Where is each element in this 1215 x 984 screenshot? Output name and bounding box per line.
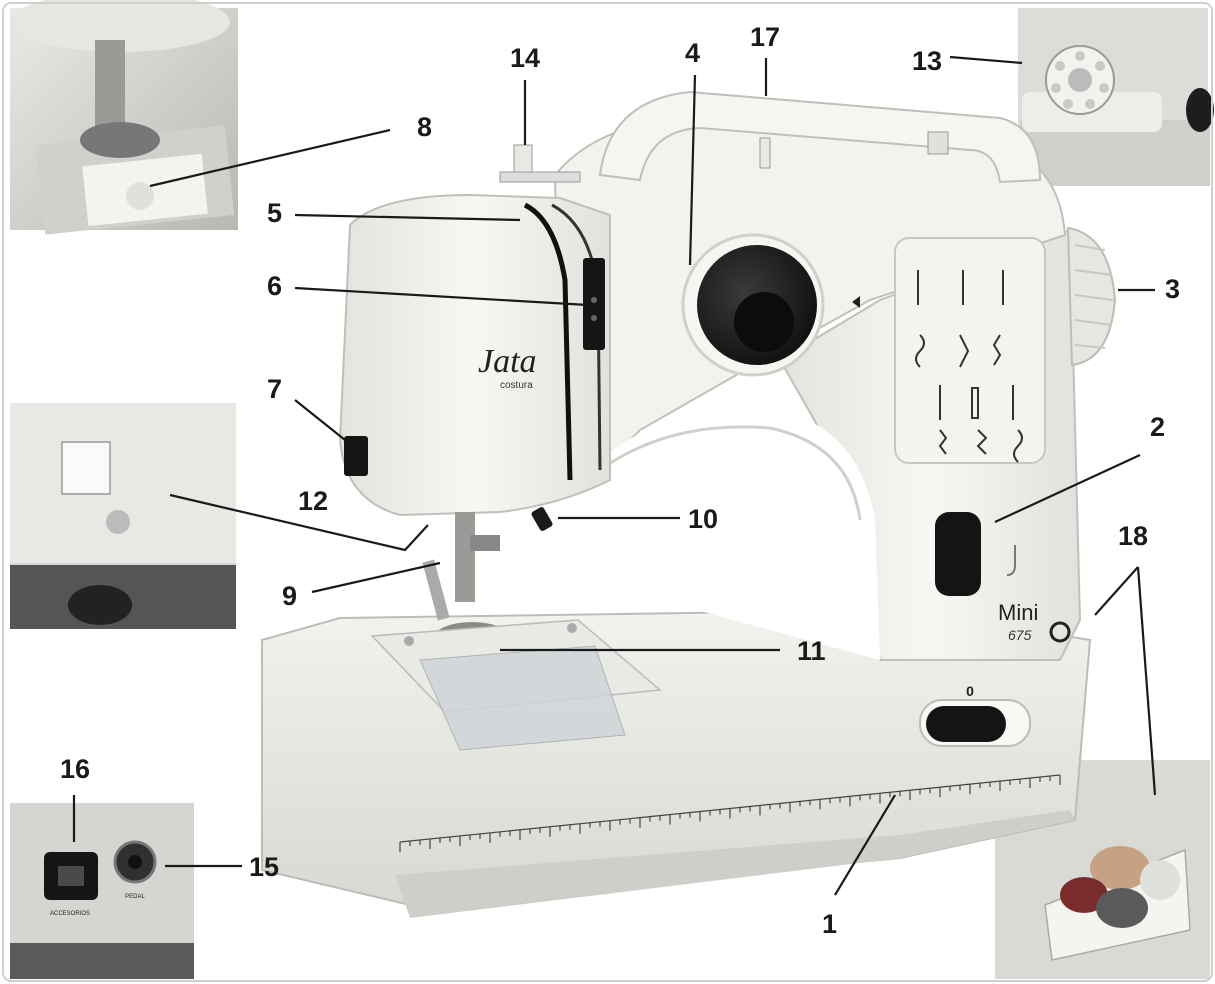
callout-11: 11 [797, 636, 826, 666]
callout-2: 2 [1150, 412, 1165, 442]
leader-9 [311, 561, 441, 594]
callout-6: 6 [267, 271, 282, 301]
ruler-baseline [399, 774, 1061, 843]
stitch-chart [894, 237, 1046, 464]
callout-16: 16 [60, 754, 90, 784]
callout-13: 13 [912, 46, 942, 76]
speed-switch [926, 706, 1006, 742]
inset-thread-cutter [10, 403, 236, 629]
leader-4 [688, 74, 697, 266]
callout-9: 9 [282, 581, 297, 611]
callout-14: 14 [510, 43, 540, 73]
leader-7 [294, 399, 346, 441]
inset-sockets: ACCESORIOS PEDAL [10, 803, 194, 979]
sewing-machine: Jata costura [261, 90, 1117, 918]
leader-6 [294, 286, 589, 307]
callout-10: 10 [688, 504, 718, 534]
inset-bobbin-winder [1018, 8, 1214, 186]
brand-logo: Jata [478, 343, 537, 380]
brand-sub: costura [500, 380, 533, 391]
callout-18: 18 [1118, 521, 1148, 551]
thread-cutter [344, 436, 368, 476]
leader-18b [1136, 566, 1157, 796]
reverse-lever [935, 512, 981, 596]
inset-presser-foot [10, 0, 238, 235]
callout-15: 15 [249, 852, 279, 882]
callout-1: 1 [822, 909, 837, 939]
callout-labels: 1 2 3 4 5 6 7 8 9 10 11 12 13 14 15 16 1… [60, 22, 1180, 939]
leader-8 [149, 128, 391, 188]
callout-8: 8 [417, 112, 432, 142]
leader-5 [294, 213, 521, 222]
callout-5: 5 [267, 198, 282, 228]
power-socket-label: ACCESORIOS [50, 911, 90, 917]
model-name: Mini [998, 600, 1038, 625]
model-number: 675 [1008, 627, 1032, 643]
leader-1 [834, 794, 896, 896]
speed-zero-label: 0 [966, 683, 974, 699]
callout-3: 3 [1165, 274, 1180, 304]
leader-13 [949, 55, 1023, 65]
pedal-socket-label: PEDAL [125, 894, 145, 900]
callout-12: 12 [298, 486, 328, 516]
callout-17: 17 [750, 22, 780, 52]
ruler [399, 774, 1061, 852]
leader-12 [169, 493, 429, 552]
callout-4: 4 [685, 38, 700, 68]
leader-2 [994, 454, 1141, 523]
leader-18a [1094, 566, 1139, 616]
callout-leaders [72, 55, 1157, 896]
callout-7: 7 [267, 374, 282, 404]
